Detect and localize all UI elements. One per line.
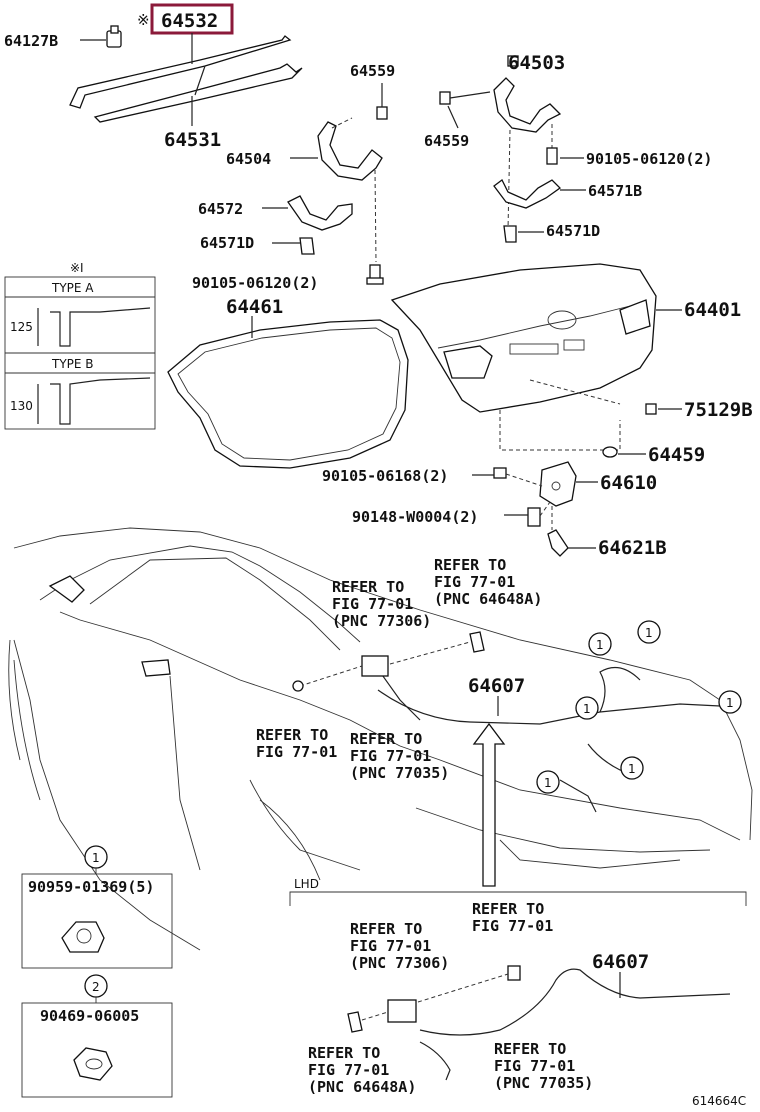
svg-text:1: 1 [628,762,636,776]
svg-text:1: 1 [544,776,552,790]
legend-part-2[interactable]: 90469-06005 [40,1007,139,1025]
refer-label-plain-left[interactable]: REFER TO FIG 77-01 [256,726,337,761]
part-label-90105-06168[interactable]: 90105-06168(2) [322,467,448,485]
bolt-90105-06120-left [366,264,384,285]
part-label-64459[interactable]: 64459 [648,444,705,466]
legend-item-2: 2 90469-06005 [21,974,173,1098]
legend-mark-2: 2 [92,980,100,994]
callout-circle: 1 [718,690,742,714]
figure-id: 614664C [692,1094,746,1108]
legend-item-1: 1 90959-01369(5) [21,845,173,969]
part-label-90105-06120-left[interactable]: 90105-06120(2) [192,274,318,292]
refer-label-plain-lhd[interactable]: REFER TO FIG 77-01 [472,900,553,935]
callout-circle: 1 [620,756,644,780]
bolt-64559-left [376,83,388,120]
lhd-section: LHD [289,877,747,1081]
callout-circle: 1 [575,696,599,720]
bolt-90105-06120-right [546,147,558,165]
lhd-arrow [472,722,506,887]
hinge-64571b [493,179,562,209]
part-label-64559-left[interactable]: 64559 [350,62,395,80]
part-label-64610[interactable]: 64610 [600,472,657,494]
bolt-90105-06168 [493,467,543,487]
part-label-90105-06120-right[interactable]: 90105-06120(2) [586,150,712,168]
callout-circle: 1 [637,620,661,644]
refer-label-64648a-lhd[interactable]: REFER TO FIG 77-01 (PNC 64648A) [308,1044,416,1096]
clip-64571d-right [503,225,517,243]
refer-label-77306-lhd[interactable]: REFER TO FIG 77-01 (PNC 77306) [350,920,449,972]
legend-mark-1: 1 [92,851,100,865]
weatherstrip-64461 [167,319,409,469]
svg-text:1: 1 [583,702,591,716]
trunk-lid-64401 [390,263,657,451]
hinge-64503 [493,55,562,231]
svg-text:1: 1 [645,626,653,640]
note-mark: ※I [70,261,84,275]
part-label-64531[interactable]: 64531 [164,129,221,151]
refer-label-77035-lhd[interactable]: REFER TO FIG 77-01 (PNC 77035) [494,1040,593,1092]
part-label-64572[interactable]: 64572 [198,200,243,218]
bracket-64127b [106,25,122,48]
hinge-64572 [287,195,353,231]
part-label-64461[interactable]: 64461 [226,296,283,318]
part-label-64571d-left[interactable]: 64571D [200,234,254,252]
part-label-64127b[interactable]: 64127B [4,32,58,50]
torsion-bar-assembly [69,35,303,123]
refer-label-77035-top[interactable]: REFER TO FIG 77-01 (PNC 77035) [350,730,449,782]
bumper-64459 [602,446,618,458]
bolt-64559-right [439,91,491,105]
bolt-90148-w0004 [527,501,551,527]
callout-group: 1 1 1 1 1 1 [536,620,742,794]
part-label-64559-right[interactable]: 64559 [424,132,469,150]
refer-label-64648a-top[interactable]: REFER TO FIG 77-01 (PNC 64648A) [434,556,542,608]
part-label-64504[interactable]: 64504 [226,150,271,168]
part-label-64503[interactable]: 64503 [508,52,565,74]
mark-symbol: ※ [137,11,150,29]
lock-64610 [539,461,577,507]
car-body [8,527,753,951]
part-label-75129b[interactable]: 75129B [684,399,753,421]
legend-part-1[interactable]: 90959-01369(5) [28,878,154,896]
part-label-64621b[interactable]: 64621B [598,537,667,559]
part-label-64532[interactable]: 64532 [161,10,218,32]
lhd-label: LHD [294,877,319,891]
part-label-64571d-right[interactable]: 64571D [546,222,600,240]
striker-64621b [547,506,569,557]
part-label-64401[interactable]: 64401 [684,299,741,321]
part-label-64607-lhd[interactable]: 64607 [592,951,649,973]
callout-circle: 1 [588,632,612,656]
svg-text:1: 1 [726,696,734,710]
type-a-label: TYPE A [51,281,94,295]
dim-b-label: 130 [10,399,33,413]
type-detail-box: ※I TYPE A TYPE B 125 130 [4,261,156,430]
type-b-label: TYPE B [51,357,94,371]
callout-circle: 1 [536,770,560,794]
part-label-64571b[interactable]: 64571B [588,182,642,200]
dim-a-label: 125 [10,320,33,334]
part-label-90148-w0004[interactable]: 90148-W0004(2) [352,508,478,526]
hinge-64504 [317,117,383,263]
svg-text:1: 1 [596,638,604,652]
part-label-64607-upper[interactable]: 64607 [468,675,525,697]
clip-64571d-left [299,237,315,255]
wire-harness-64607 [292,631,721,813]
cushion-75129b [645,403,657,415]
refer-label-77306-top[interactable]: REFER TO FIG 77-01 (PNC 77306) [332,578,431,630]
